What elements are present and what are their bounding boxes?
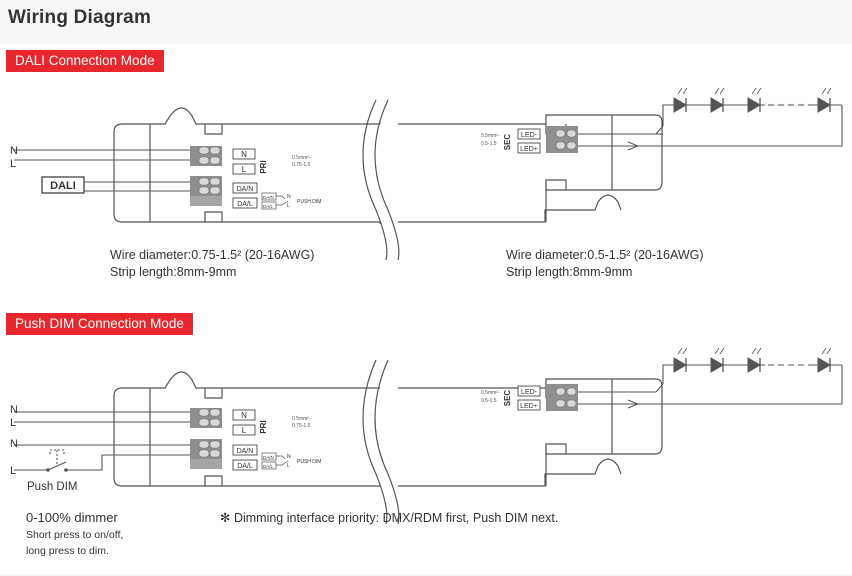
input-l-label: L	[10, 158, 16, 170]
small-l-label: L	[287, 203, 290, 209]
terminal-dal-label: DA/L	[237, 201, 253, 208]
strip-length-right: Strip length:8mm-9mm	[506, 265, 633, 279]
terminal-n-label: N	[241, 411, 247, 420]
sec-spec-top: 0.5mm²-	[481, 133, 500, 139]
terminal-led-plus-label: LED+	[520, 403, 538, 410]
push-dim-wiring-diagram: N L N L N L DA/N DA/L PRI 0.5mm²- 0.75-1…	[10, 347, 843, 525]
dali-bus-box	[41, 176, 85, 194]
terminal-dal-label: DA/L	[237, 463, 253, 470]
pri-spec-top: 0.5mm²-	[292, 155, 311, 161]
terminal-dan-label: DA/N	[237, 186, 254, 193]
sec-spec-top: 0.5mm²-	[481, 390, 500, 396]
wire-diameter-right: Wire diameter:0.5-1.5² (20-16AWG)	[506, 248, 704, 262]
terminal-dan-label: DA/N	[237, 448, 254, 455]
push-dim-section	[0, 306, 852, 574]
led-string	[673, 87, 832, 113]
dimmer-instruction-1: Short press to on/off,	[26, 529, 124, 541]
input-n2-label: N	[10, 438, 18, 450]
svg-text:DA/N: DA/N	[263, 195, 274, 200]
input-n-label: N	[10, 145, 18, 157]
pri-label: PRI	[259, 160, 268, 173]
dali-section	[0, 44, 852, 312]
small-n-label: N	[287, 194, 291, 200]
primary-terminal-block	[190, 408, 222, 469]
dimmer-instruction-2: long press to dim.	[26, 545, 109, 557]
dali-bus-label: DALI	[50, 180, 76, 192]
input-n1-label: N	[10, 404, 18, 416]
push-dim-switch-label: Push DIM	[27, 481, 78, 493]
svg-text:DA/N: DA/N	[263, 455, 274, 460]
terminal-led-plus-label: LED+	[520, 146, 538, 153]
push-dim-mode-label: Push DIM Connection Mode	[6, 313, 193, 335]
strip-length-left: Strip length:8mm-9mm	[110, 265, 237, 279]
push-dim-small-label: PUSH DIM	[297, 199, 321, 205]
secondary-terminal-block	[546, 126, 578, 153]
small-n-label: N	[287, 454, 291, 460]
secondary-terminal-block	[546, 384, 578, 411]
pri-spec-top: 0.5mm²-	[292, 416, 311, 422]
pri-label: PRI	[259, 420, 268, 433]
wire-diameter-left: Wire diameter:0.75-1.5² (20-16AWG)	[110, 248, 315, 262]
terminal-led-minus-label: LED-	[521, 132, 538, 139]
pri-spec-bottom: 0.75-1.5	[292, 423, 311, 429]
dali-mode-label: DALI Connection Mode	[6, 50, 164, 72]
svg-text:DA/L: DA/L	[263, 204, 274, 209]
input-l1-label: L	[10, 417, 16, 429]
svg-text:DA/L: DA/L	[263, 464, 274, 469]
led-string	[673, 347, 832, 373]
sec-spec-bottom: 0.5-1.5	[481, 141, 497, 147]
page-title: Wiring Diagram	[8, 7, 152, 28]
pri-spec-bottom: 0.75-1.5	[292, 162, 311, 168]
dimmer-title: 0-100% dimmer	[26, 510, 118, 525]
sec-label: SEC	[503, 134, 512, 151]
push-dim-small-label: PUSH DIM	[297, 459, 321, 465]
sec-spec-bottom: 0.5-1.5	[481, 398, 497, 404]
terminal-led-minus-label: LED-	[521, 389, 538, 396]
dali-wiring-diagram: N L DALI N L DA/N DA/L PRI 0.5mm²- 0.75-…	[10, 87, 843, 261]
input-l2-label: L	[10, 465, 16, 477]
terminal-l-label: L	[242, 165, 247, 174]
sec-label: SEC	[503, 390, 512, 407]
primary-terminal-block	[190, 146, 222, 206]
terminal-n-label: N	[241, 150, 247, 159]
terminal-l-label: L	[242, 426, 247, 435]
small-l-label: L	[287, 463, 290, 469]
dimming-priority-note: ✻ Dimming interface priority: DMX/RDM fi…	[220, 511, 559, 525]
